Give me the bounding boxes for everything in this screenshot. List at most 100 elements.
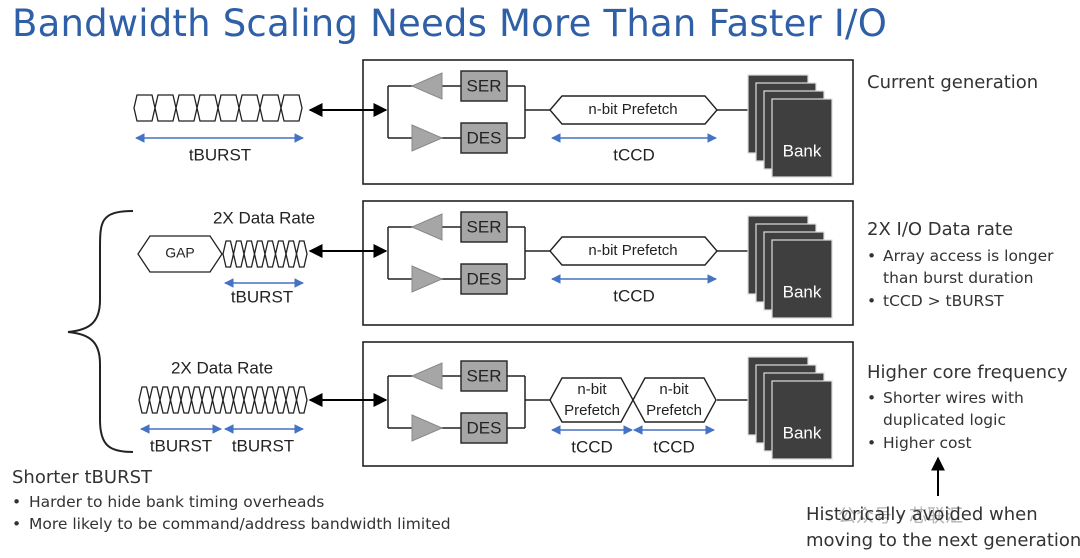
tx-buffer-icon	[410, 213, 443, 241]
burst-cell	[196, 94, 219, 122]
burst-cell	[264, 240, 277, 268]
row3-bullet-2: •Higher cost	[867, 434, 972, 452]
row2-bullet-2: •tCCD > tBURST	[867, 292, 1004, 310]
row2-bank-label: Bank	[783, 282, 822, 301]
row3-bullet-1: •Shorter wires with	[867, 389, 1024, 407]
row3-ser-label: SER	[467, 366, 502, 385]
row3-heading: Higher core frequency	[867, 362, 1068, 383]
burst-cell	[274, 240, 287, 268]
rx-buffer-icon	[411, 414, 444, 442]
row3-bank-label: Bank	[783, 423, 822, 442]
row1-prefetch-label: n-bit Prefetch	[588, 101, 677, 118]
row2-heading: 2X I/O Data rate	[867, 219, 1014, 240]
burst-cell	[285, 386, 298, 414]
row3-data-rate-label: 2X Data Rate	[171, 358, 273, 377]
rx-buffer-icon	[411, 265, 444, 293]
burst-cell	[232, 240, 245, 268]
burst-cell	[190, 386, 203, 414]
row2-des-label: DES	[467, 269, 502, 288]
row2-tburst-label: tBURST	[231, 287, 293, 306]
shorter-tburst-bullet-1: •Harder to hide bank timing overheads	[12, 493, 325, 511]
row1-tccd-label: tCCD	[613, 145, 655, 164]
row3-prefetch-b	[632, 377, 717, 423]
row2-tccd-label: tCCD	[613, 286, 655, 305]
burst-cell	[243, 386, 256, 414]
burst-cell	[169, 386, 182, 414]
burst-cell	[201, 386, 214, 414]
burst-cell	[175, 94, 198, 122]
row1-ser-block	[460, 70, 508, 102]
tx-buffer-icon	[410, 362, 443, 390]
burst-cell	[259, 94, 282, 122]
row3-burst-a	[138, 386, 224, 414]
burst-cell	[154, 94, 177, 122]
row3-bullet-1-cont: duplicated logic	[883, 411, 1006, 429]
row3-des-block	[460, 412, 508, 444]
row2-bullet-1: •Array access is longer	[867, 247, 1054, 265]
burst-cell	[222, 240, 235, 268]
row3-tccd-label-a: tCCD	[571, 437, 613, 456]
row2-bullet-1-cont: than burst duration	[883, 269, 1034, 287]
row3-prefetch-b-label-2: Prefetch	[646, 402, 702, 419]
row3-tburst-label-b: tBURST	[232, 436, 294, 455]
burst-cell	[274, 386, 287, 414]
historically-avoided-line1: Historically avoided when	[806, 504, 1038, 525]
burst-cell	[211, 386, 224, 414]
row1-ser-label: SER	[467, 76, 502, 95]
bank-layer	[771, 239, 833, 319]
shorter-tburst-bullet-2: •More likely to be command/address bandw…	[12, 515, 451, 533]
row1-box	[362, 59, 854, 185]
row2-prefetch-label: n-bit Prefetch	[588, 242, 677, 259]
burst-cell	[222, 386, 235, 414]
burst-cell	[280, 94, 303, 122]
row2-box	[362, 200, 854, 326]
burst-cell	[295, 240, 308, 268]
burst-cell	[253, 386, 266, 414]
bank-layer	[771, 380, 833, 460]
row1-burst	[133, 94, 303, 122]
historically-avoided-line2: moving to the next generation	[806, 530, 1080, 551]
burst-cell	[295, 386, 308, 414]
row3-prefetch-a-label-1: n-bit	[577, 381, 607, 398]
rx-buffer-icon	[411, 124, 444, 152]
bank-layer	[771, 98, 833, 178]
row3-tburst-label-a: tBURST	[150, 436, 212, 455]
row1-heading: Current generation	[867, 72, 1039, 93]
gap-label: GAP	[165, 245, 195, 261]
row1-tburst-label: tBURST	[189, 145, 251, 164]
burst-cell	[217, 94, 240, 122]
burst-cell	[238, 94, 261, 122]
burst-cell	[285, 240, 298, 268]
row1-bank-label: Bank	[783, 141, 822, 160]
row2-ser-block	[460, 211, 508, 243]
grouping-brace	[67, 210, 134, 453]
row2-burst	[222, 240, 308, 268]
burst-cell	[133, 94, 156, 122]
watermark: 公众号 · 芯联汇	[838, 506, 964, 527]
burst-cell	[264, 386, 277, 414]
row3-tccd-label-b: tCCD	[653, 437, 695, 456]
burst-cell	[232, 386, 245, 414]
shorter-tburst-heading: Shorter tBURST	[12, 467, 153, 488]
burst-cell	[243, 240, 256, 268]
gap-block	[137, 235, 223, 273]
row1-des-block	[460, 122, 508, 154]
row3-prefetch-a-label-2: Prefetch	[564, 402, 620, 419]
burst-cell	[180, 386, 193, 414]
row1-bank	[747, 74, 833, 178]
row3-bank	[747, 356, 833, 460]
burst-cell	[253, 240, 266, 268]
row2-bank	[747, 215, 833, 319]
row3-prefetch-b-label-1: n-bit	[659, 381, 689, 398]
page-title: Bandwidth Scaling Needs More Than Faster…	[12, 2, 888, 45]
row2-data-rate-label: 2X Data Rate	[213, 208, 315, 227]
tx-buffer-icon	[410, 72, 443, 100]
row2-ser-label: SER	[467, 217, 502, 236]
row1-des-label: DES	[467, 128, 502, 147]
burst-cell	[148, 386, 161, 414]
burst-cell	[138, 386, 151, 414]
burst-cell	[159, 386, 172, 414]
row3-des-label: DES	[467, 418, 502, 437]
row3-burst-b	[222, 386, 308, 414]
